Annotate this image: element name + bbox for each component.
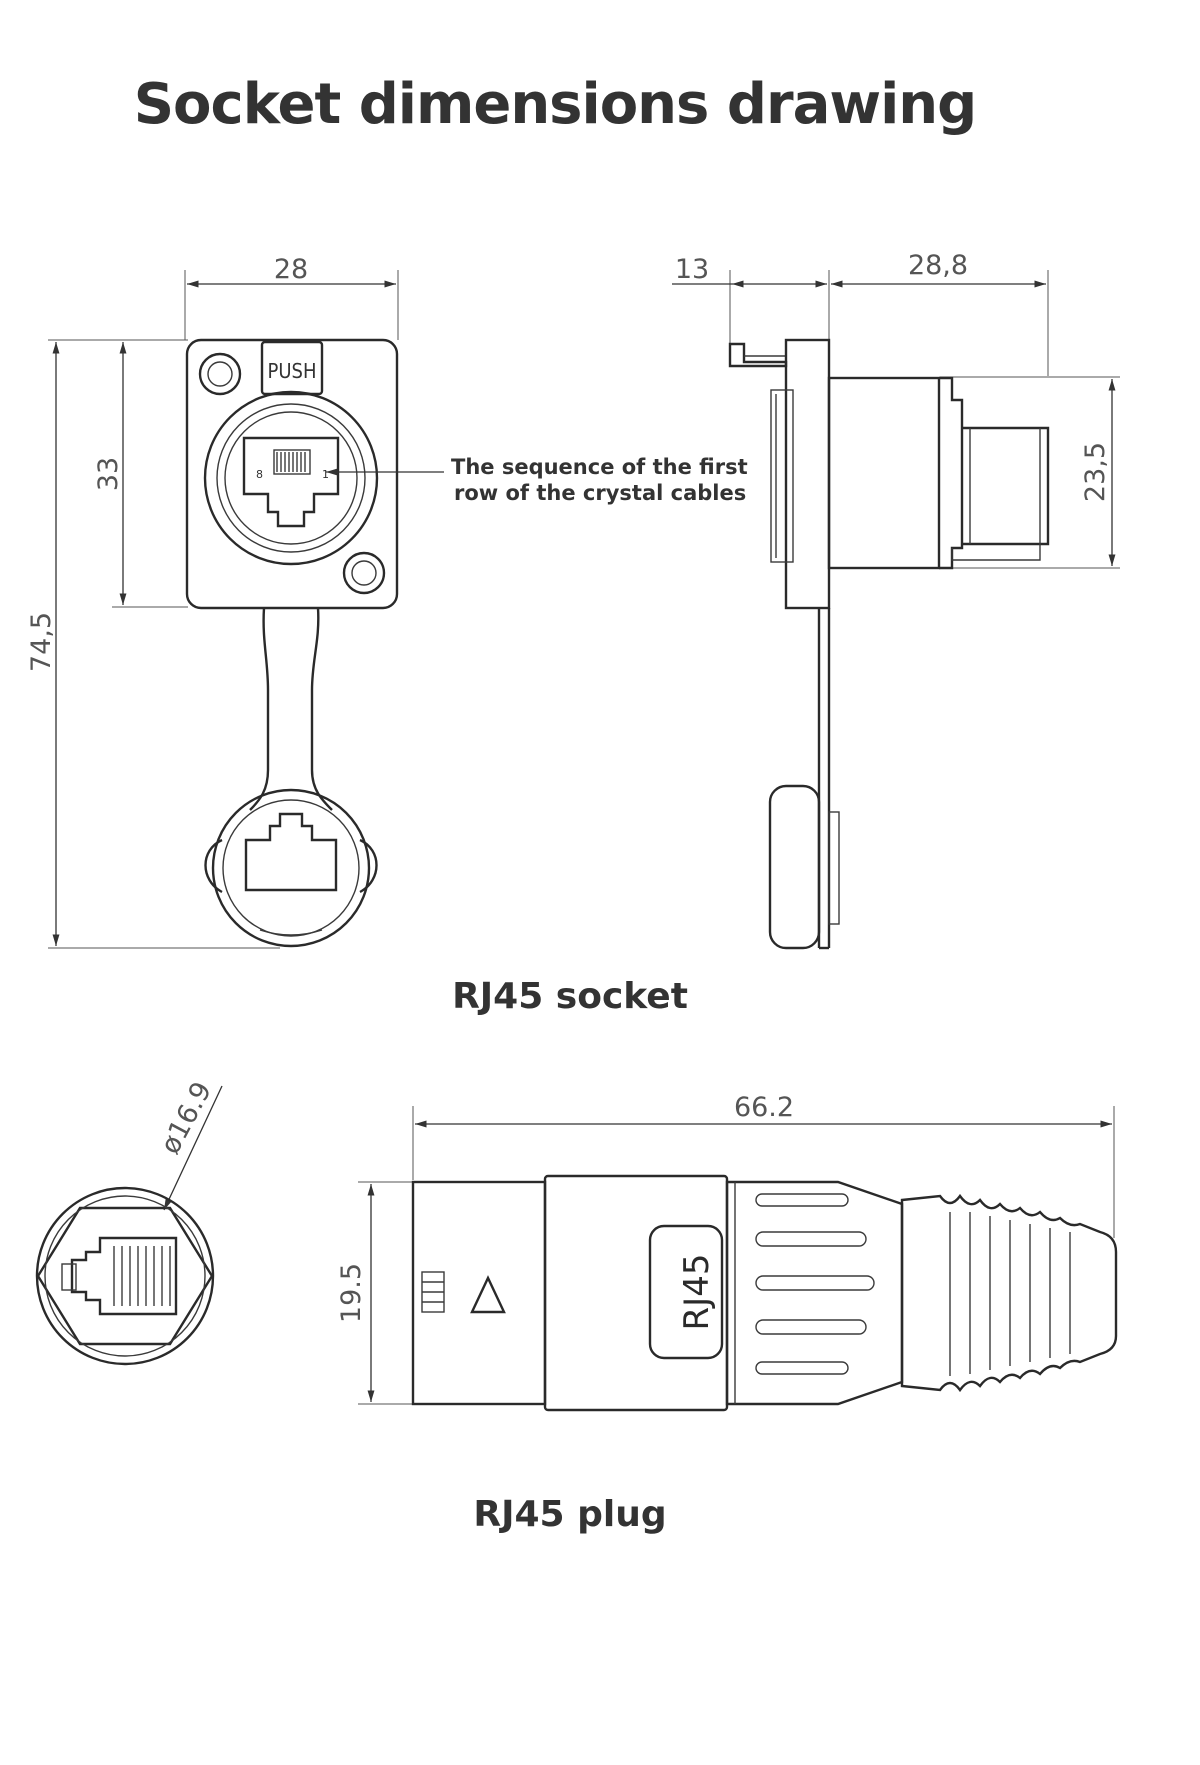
- dim-socket-width: 28: [274, 254, 308, 285]
- nut-grip-slots: [755, 1193, 875, 1375]
- rj45-badge: RJ45: [677, 1254, 717, 1331]
- dim-socket-total-height: 74,5: [26, 612, 57, 672]
- plug-front-view: ø16.9: [35, 1077, 223, 1366]
- pin-label-1: 1: [322, 468, 329, 481]
- boot-ribs: [949, 1212, 1071, 1376]
- pin-contacts: [276, 452, 306, 472]
- plug-caption: RJ45 plug: [473, 1494, 667, 1535]
- socket-side-view: 13 28,8 23,5: [672, 250, 1120, 950]
- pin-label-8: 8: [256, 468, 263, 481]
- dim-flange-depth: 13: [675, 254, 709, 285]
- socket-front-view: 28 74,5 33 PUSH: [26, 254, 399, 949]
- dim-body-depth: 28,8: [908, 250, 968, 281]
- dim-plug-diameter: ø16.9: [155, 1077, 218, 1159]
- annotation-line-2: row of the crystal cables: [454, 481, 746, 505]
- dim-socket-panel-height: 33: [93, 457, 124, 491]
- annotation-line-1: The sequence of the first: [451, 455, 748, 479]
- dim-plug-height: 19.5: [336, 1263, 367, 1323]
- push-label: PUSH: [268, 359, 317, 383]
- dim-plug-length: 66.2: [734, 1092, 794, 1123]
- dim-body-height: 23,5: [1080, 442, 1111, 502]
- plug-side-view: 66.2 19.5 RJ45: [336, 1092, 1118, 1412]
- socket-caption: RJ45 socket: [452, 976, 688, 1017]
- plug-contact-window: [421, 1271, 445, 1313]
- page-title: Socket dimensions drawing: [133, 72, 978, 137]
- crystal-cable-annotation: The sequence of the first row of the cry…: [326, 455, 748, 505]
- plug-pin-contacts: [113, 1246, 171, 1306]
- triangle-arrow-icon: [470, 1275, 506, 1314]
